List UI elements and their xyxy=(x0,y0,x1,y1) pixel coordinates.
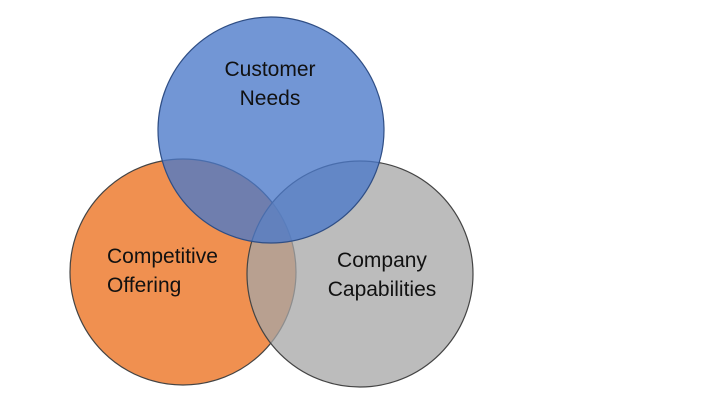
customer-needs-circle xyxy=(157,16,385,244)
competitive-offering-label-line-2: Offering xyxy=(107,274,182,297)
competitive-offering-label-line-1: Competitive xyxy=(107,245,218,268)
competitive-offering-label: Competitive Offering xyxy=(107,242,247,300)
company-capabilities-label: Company Capabilities xyxy=(312,246,452,304)
customer-needs-label-line-2: Needs xyxy=(239,87,301,110)
company-capabilities-label-line-2: Capabilities xyxy=(327,278,437,301)
customer-needs-label: Customer Needs xyxy=(200,55,340,113)
company-capabilities-label-line-1: Company xyxy=(337,249,427,272)
customer-needs-label-line-1: Customer xyxy=(224,58,316,81)
